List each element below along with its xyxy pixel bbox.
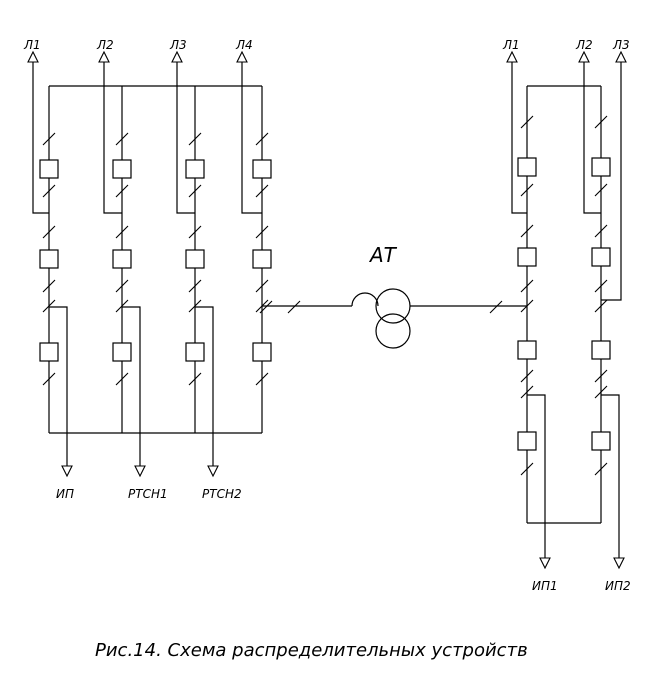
- breaker: [517, 247, 537, 267]
- right-line-label: Л3: [612, 38, 630, 52]
- down-arrow-icon: [134, 465, 146, 478]
- up-arrow-icon: [506, 50, 518, 63]
- breaker: [591, 247, 611, 267]
- transformer-winding-icon: [375, 313, 411, 349]
- left-line-label: Л1: [23, 38, 41, 52]
- down-arrow-icon: [539, 557, 551, 570]
- breaker: [185, 249, 205, 269]
- left-columns: [48, 86, 263, 433]
- breaker: [252, 159, 272, 179]
- right-line-arrows: [506, 50, 627, 63]
- left-output-arrows: [61, 465, 219, 478]
- figure-caption: Рис.14. Схема распределительных устройст…: [95, 640, 528, 661]
- right-breakers: [517, 157, 611, 451]
- left-output-taps: [49, 306, 214, 466]
- breaker: [185, 342, 205, 362]
- down-arrow-icon: [207, 465, 219, 478]
- breaker: [185, 159, 205, 179]
- left-switchgear: [27, 50, 273, 478]
- up-arrow-icon: [171, 50, 183, 63]
- left-output-label: РТСН2: [202, 487, 242, 501]
- right-line-label: Л1: [502, 38, 520, 52]
- up-arrow-icon: [615, 50, 627, 63]
- up-arrow-icon: [27, 50, 39, 63]
- left-line-label: Л3: [169, 38, 187, 52]
- breaker: [39, 342, 59, 362]
- breaker: [517, 340, 537, 360]
- down-arrow-icon: [613, 557, 625, 570]
- right-output-arrows: [539, 557, 625, 570]
- breaker: [591, 157, 611, 177]
- breaker: [112, 342, 132, 362]
- up-arrow-icon: [578, 50, 590, 63]
- breaker: [112, 249, 132, 269]
- breaker: [39, 249, 59, 269]
- breaker: [591, 340, 611, 360]
- right-output-label: ИП1: [532, 579, 558, 593]
- right-line-label: Л2: [575, 38, 593, 52]
- left-line-taps: [32, 62, 262, 214]
- transformer-label: АТ: [368, 243, 398, 267]
- up-arrow-icon: [236, 50, 248, 63]
- right-output-label: ИП2: [605, 579, 631, 593]
- left-line-label: Л4: [235, 38, 253, 52]
- left-disconnectors: [42, 132, 273, 386]
- left-breakers: [39, 159, 272, 362]
- breaker: [252, 249, 272, 269]
- breaker: [112, 159, 132, 179]
- up-arrow-icon: [98, 50, 110, 63]
- right-disconnectors: [520, 115, 608, 476]
- breaker: [591, 431, 611, 451]
- left-line-arrows: [27, 50, 248, 63]
- right-switchgear: [506, 50, 627, 570]
- right-line-taps: [511, 62, 622, 301]
- down-arrow-icon: [61, 465, 73, 478]
- breaker: [252, 342, 272, 362]
- left-output-label: РТСН1: [128, 487, 168, 501]
- left-output-label: ИП: [56, 487, 74, 501]
- right-output-taps: [527, 394, 620, 558]
- breaker: [517, 431, 537, 451]
- transformer-winding-icon: [375, 288, 411, 324]
- breaker: [517, 157, 537, 177]
- left-line-label: Л2: [96, 38, 114, 52]
- breaker: [39, 159, 59, 179]
- autotransformer: [262, 288, 527, 349]
